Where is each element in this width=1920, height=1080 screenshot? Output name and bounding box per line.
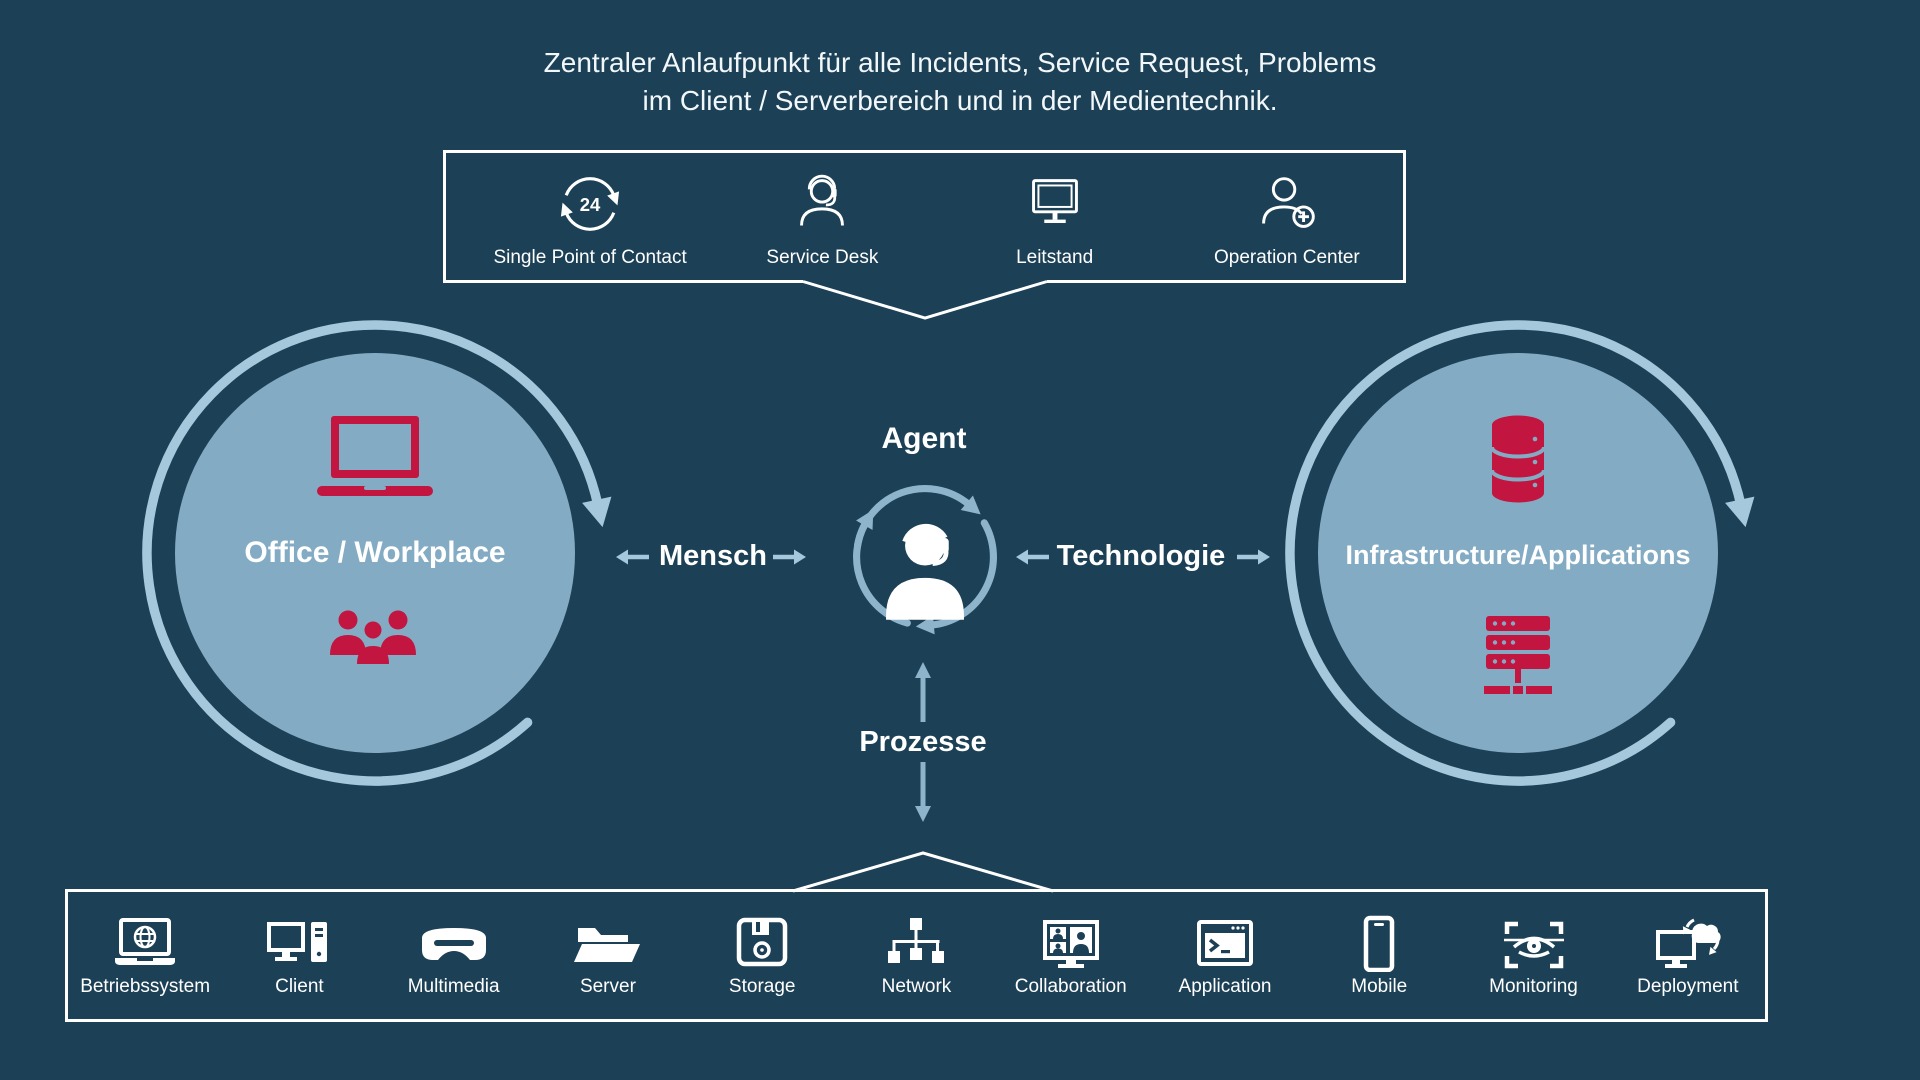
title-line-1: Zentraler Anlaufpunkt für alle Incidents…: [543, 47, 1377, 78]
collaboration-label: Collaboration: [1014, 975, 1127, 997]
desktop-tower-icon: [267, 921, 328, 962]
circle-arrowhead: [1725, 496, 1755, 528]
cloud-sync-monitor-icon: [1655, 918, 1721, 968]
mensch-arrow-left-icon: [616, 549, 649, 565]
leitstand-label: Leitstand: [1016, 246, 1094, 268]
panel-item-service-desk: Service Desk: [706, 165, 938, 269]
panel-item-mobile: Mobile: [1302, 914, 1456, 998]
mensch-label: Mensch: [659, 540, 767, 572]
terminal-window-icon: [1196, 919, 1253, 966]
circle-arrowhead: [582, 496, 612, 528]
panel-item-client: Client: [222, 914, 376, 998]
office-workplace-circle: [142, 320, 612, 786]
spoc-label: Single Point of Contact: [493, 246, 687, 268]
headset-person-icon: [800, 174, 845, 226]
panel-item-operation-center: Operation Center: [1171, 165, 1403, 269]
panel-item-spoc: 24 Single Point of Contact: [474, 165, 706, 269]
prozesse-arrow-up-icon: [915, 662, 931, 722]
panel-item-multimedia: Multimedia: [377, 914, 531, 998]
smartphone-icon: [1364, 915, 1395, 972]
betriebssystem-label: Betriebssystem: [80, 975, 211, 997]
server-rack-icon: [1484, 616, 1552, 694]
panel-item-collaboration: Collaboration: [994, 914, 1148, 998]
network-label: Network: [881, 975, 952, 997]
panel-item-storage: Storage: [685, 914, 839, 998]
storage-label: Storage: [728, 975, 796, 997]
panel-item-network: Network: [839, 914, 993, 998]
technologie-arrow-left-icon: [1016, 549, 1049, 565]
network-tree-icon: [888, 917, 945, 963]
infrastructure-label: Infrastructure/Applications: [1345, 540, 1691, 570]
eye-scan-icon: [1503, 921, 1564, 968]
mensch-arrow-right-icon: [773, 549, 806, 565]
client-label: Client: [275, 975, 324, 997]
operation-center-label: Operation Center: [1214, 246, 1360, 268]
multimedia-label: Multimedia: [407, 975, 500, 997]
page-title: Zentraler Anlaufpunkt für alle Incidents…: [0, 44, 1920, 120]
video-call-icon: [1042, 919, 1099, 968]
monitor-icon: [1031, 178, 1078, 223]
panel-item-deployment: Deployment: [1611, 914, 1765, 998]
services-panel: Betriebssystem Client Multimedia: [65, 889, 1768, 1022]
panel-item-server: Server: [531, 914, 685, 998]
panel-item-application: Application: [1148, 914, 1302, 998]
prozesse-label: Prozesse: [859, 726, 987, 758]
panel-item-leitstand: Leitstand: [939, 165, 1171, 269]
deployment-label: Deployment: [1637, 975, 1739, 997]
office-workplace-label: Office / Workplace: [244, 536, 506, 569]
monitoring-label: Monitoring: [1489, 975, 1578, 997]
top-panel-connector: [802, 280, 1048, 320]
prozesse-arrow-down-icon: [915, 762, 931, 822]
floppy-disk-icon: [736, 917, 788, 966]
person-add-icon: [1262, 176, 1315, 228]
agent-label: Agent: [881, 422, 967, 455]
contact-panel: 24 Single Point of Contact Service Desk …: [443, 150, 1406, 283]
laptop-globe-icon: [115, 917, 176, 965]
mobile-label: Mobile: [1351, 975, 1408, 997]
agent-headset-person-icon: [886, 523, 964, 620]
database-icon: [1490, 415, 1546, 503]
laptop-icon: [317, 416, 433, 496]
people-group-icon: [330, 610, 416, 664]
panel-item-monitoring: Monitoring: [1456, 914, 1610, 998]
technologie-arrow-right-icon: [1237, 549, 1270, 565]
technologie-label: Technologie: [1056, 540, 1226, 572]
panel-item-betriebssystem: Betriebssystem: [68, 914, 222, 998]
vr-goggles-icon: [421, 927, 486, 960]
agent-cycle-icon: [853, 484, 997, 635]
server-label: Server: [579, 975, 636, 997]
service-desk-label: Service Desk: [766, 246, 879, 268]
infrastructure-circle: [1285, 320, 1755, 786]
cycle-24h-icon: 24: [561, 176, 620, 231]
folder-icon: [573, 927, 640, 962]
title-line-2: im Client / Serverbereich und in der Med…: [642, 85, 1278, 116]
icon-24-text: 24: [580, 193, 601, 214]
application-label: Application: [1178, 975, 1272, 997]
